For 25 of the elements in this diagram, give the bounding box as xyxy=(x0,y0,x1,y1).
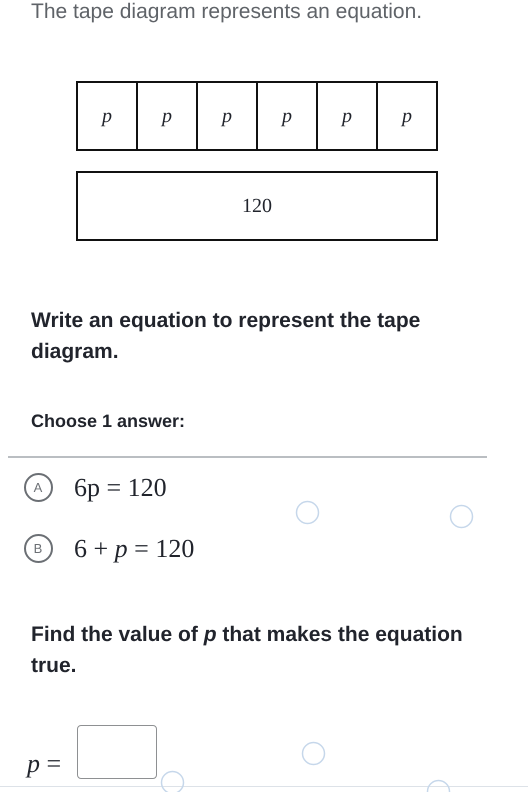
tape-cell xyxy=(76,81,138,151)
answer-choice-equation: 6p = 120 xyxy=(74,472,167,504)
variable-label: p xyxy=(102,106,112,126)
variable-label: p xyxy=(402,106,412,126)
variable-label: p xyxy=(222,106,232,126)
tape-cell xyxy=(316,81,378,151)
tape-cell xyxy=(256,81,318,151)
choice-letter: B xyxy=(34,542,42,554)
variable-label: p xyxy=(282,106,292,126)
total-value: 120 xyxy=(242,196,272,216)
intro-text: The tape diagram represents an equation. xyxy=(31,0,422,24)
choice-letter-circle xyxy=(24,472,52,502)
question-text: Find the value of p that makes the equation true. xyxy=(31,622,464,679)
choice-letter: A xyxy=(34,480,42,494)
variable-label: p xyxy=(162,106,172,126)
total-tape xyxy=(76,171,438,241)
tape-cell xyxy=(196,81,258,151)
equation-label: p = xyxy=(27,748,62,780)
instruction-text: Choose 1 answer: xyxy=(31,410,186,433)
answer-choice-equation: 6 + p = 120 xyxy=(74,533,194,565)
variable-label: p xyxy=(342,106,352,126)
tape-cell xyxy=(136,81,198,151)
question-text: Write an equation to represent the tape diagram. xyxy=(31,308,422,365)
tape-cell xyxy=(376,81,438,151)
choice-letter-circle xyxy=(24,534,52,562)
